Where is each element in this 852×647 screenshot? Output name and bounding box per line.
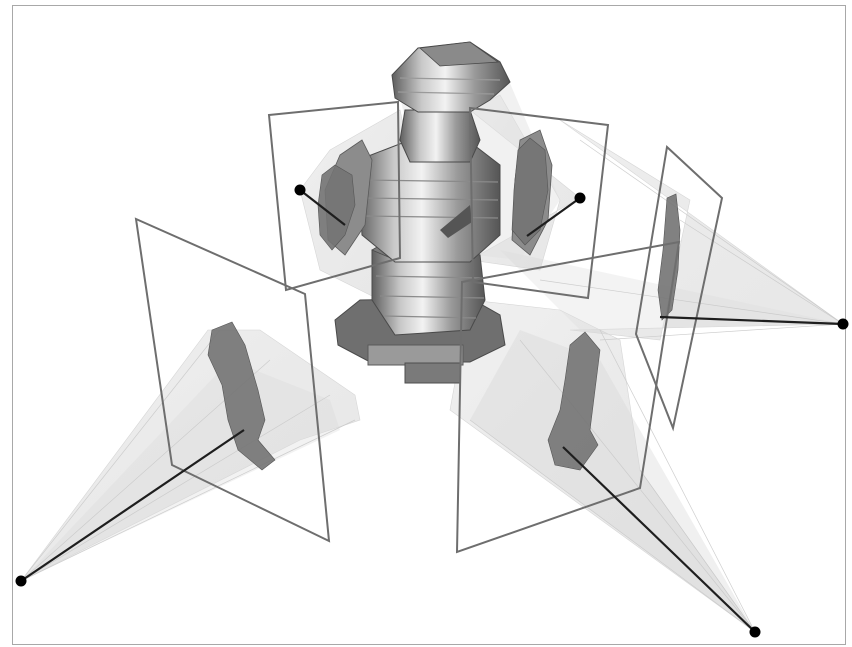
camera-center-1	[295, 185, 306, 196]
camera-center-2	[575, 193, 586, 204]
object-neck	[400, 110, 480, 162]
camera-center-4	[838, 319, 849, 330]
object-base-bottom	[368, 345, 463, 365]
camera-center-5	[16, 576, 27, 587]
camera-center-6	[750, 627, 761, 638]
object-foot	[405, 363, 460, 383]
